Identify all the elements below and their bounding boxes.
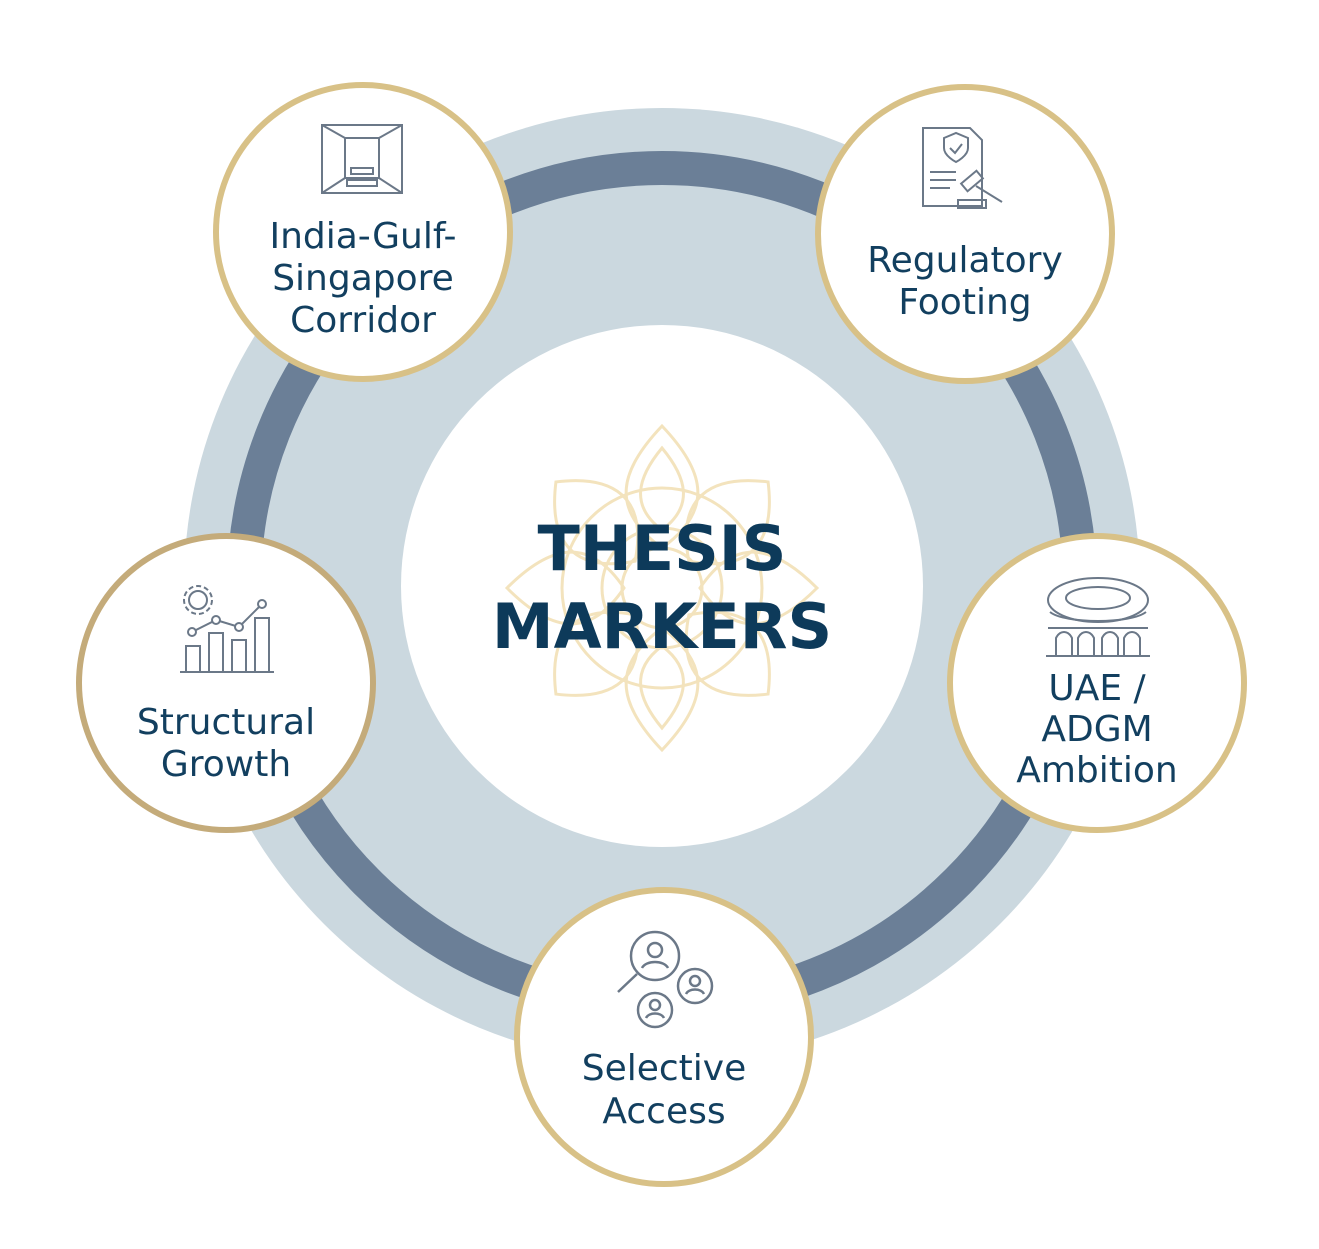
node-access-line2: Access xyxy=(602,1091,725,1132)
people-search-icon xyxy=(617,930,714,1029)
node-growth: Structural Growth xyxy=(76,533,376,833)
node-corridor: India-Gulf- Singapore Corridor xyxy=(213,82,513,382)
stadium-landmark-icon xyxy=(1046,577,1150,657)
node-corridor-line3: Corridor xyxy=(290,300,436,341)
legal-document-gavel-icon xyxy=(922,127,1003,209)
node-access-line1: Selective xyxy=(582,1048,747,1089)
node-growth-line1: Structural xyxy=(137,702,315,743)
node-uae: UAE / ADGM Ambition xyxy=(947,533,1247,833)
node-access: Selective Access xyxy=(514,887,814,1187)
node-regulatory-line1: Regulatory xyxy=(867,240,1063,281)
node-uae-line1: UAE / xyxy=(1048,668,1146,709)
center-disc xyxy=(401,325,923,847)
node-regulatory: Regulatory Footing xyxy=(815,84,1115,384)
node-corridor-line1: India-Gulf- xyxy=(269,216,456,257)
center-title-line2: MARKERS xyxy=(492,590,832,663)
node-growth-line2: Growth xyxy=(161,744,291,785)
node-uae-line3: Ambition xyxy=(1016,750,1178,791)
corridor-perspective-icon xyxy=(321,124,403,194)
center-title-line1: THESIS xyxy=(538,512,787,585)
node-uae-line2: ADGM xyxy=(1041,709,1152,750)
mandala-ornament-icon xyxy=(504,423,820,753)
node-regulatory-line2: Footing xyxy=(898,282,1031,323)
growth-chart-gear-icon xyxy=(180,585,274,673)
node-corridor-line2: Singapore xyxy=(272,258,454,299)
